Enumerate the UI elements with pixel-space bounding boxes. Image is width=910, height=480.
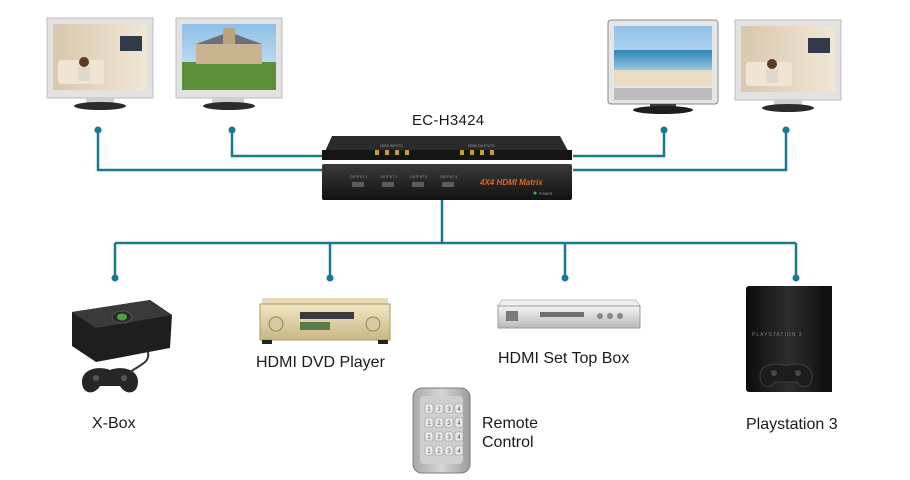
link-tv-2: [230, 130, 330, 158]
source-label-stb: HDMI Set Top Box: [498, 350, 630, 367]
remote-key: [424, 445, 434, 456]
remote-key-label: 4: [457, 435, 461, 441]
remote-key: [434, 417, 444, 428]
remote-key-label: 1: [427, 407, 431, 413]
matrix-port-label: OUTPUT 1: [350, 175, 367, 179]
matrix-power-text: POWER: [539, 192, 553, 196]
remote-key-label: 3: [447, 407, 451, 413]
source-label-xbox: X-Box: [92, 415, 136, 432]
matrix-top-text-right: HDMI OUTPUTS: [468, 144, 495, 148]
tv-icon: [607, 19, 719, 114]
remote-key-label: 4: [457, 449, 461, 455]
remote-key: [444, 431, 454, 442]
connector-dots: [94, 126, 800, 282]
remote-key: [434, 403, 444, 414]
remote-key: [424, 431, 434, 442]
tv-icon: [734, 19, 842, 112]
remote-key: [444, 417, 454, 428]
matrix-port-label: OUTPUT 2: [380, 175, 397, 179]
remote-key-label: 2: [437, 435, 441, 441]
set-top-box-icon: [497, 299, 641, 329]
remote-key-label: 3: [447, 449, 451, 455]
device-model-label: EC-H3424: [412, 112, 485, 129]
matrix-front-text: 4X4 HDMI Matrix: [479, 178, 543, 187]
tv-icon: [175, 17, 283, 110]
hdmi-matrix-device: HDMI INPUTS HDMI OUTPUTS OUTPUT 1 OUTPUT…: [322, 136, 572, 200]
matrix-top-text-left: HDMI INPUTS: [380, 144, 403, 148]
remote-key: [454, 445, 464, 456]
remote-key-label: 2: [437, 421, 441, 427]
remote-key-label: 2: [437, 407, 441, 413]
remote-key: [454, 431, 464, 442]
game-console-icon: [72, 300, 172, 393]
remote-key-label: 3: [447, 421, 451, 427]
remote-key: [424, 417, 434, 428]
remote-key: [424, 403, 434, 414]
ps3-logo-text: PLAYSTATION 3: [752, 332, 803, 338]
game-console-icon: PLAYSTATION 3: [746, 286, 832, 392]
tv-icon: [46, 17, 154, 110]
dvd-player-icon: [259, 298, 391, 344]
connector-lines: [96, 130, 798, 278]
remote-key-label: 1: [427, 421, 431, 427]
remote-key: [434, 431, 444, 442]
source-label-ps3: Playstation 3: [746, 416, 838, 433]
remote-key-label: 2: [437, 449, 441, 455]
remote-key: [454, 417, 464, 428]
remote-key-label: 3: [447, 435, 451, 441]
remote-label: Remote Control: [482, 414, 538, 452]
matrix-port-labels: OUTPUT 1 OUTPUT 2 OUTPUT 3 OUTPUT 4: [350, 175, 457, 179]
remote-key: [454, 403, 464, 414]
remote-key: [444, 403, 454, 414]
remote-label-line1: Remote: [482, 415, 539, 432]
remote-key-label: 1: [427, 449, 431, 455]
remote-key-label: 4: [457, 421, 461, 427]
remote-label-line2: Control: [482, 434, 534, 451]
source-label-dvd: HDMI DVD Player: [256, 354, 385, 371]
link-tv-3: [573, 130, 666, 158]
remote-key-label: 4: [457, 407, 461, 413]
remote-key: [434, 445, 444, 456]
matrix-port-label: OUTPUT 4: [440, 175, 457, 179]
link-tv-4: [573, 130, 788, 172]
link-tv-1: [96, 130, 330, 172]
matrix-port-label: OUTPUT 3: [410, 175, 427, 179]
remote-key: [444, 445, 454, 456]
remote-key-label: 1: [427, 435, 431, 441]
